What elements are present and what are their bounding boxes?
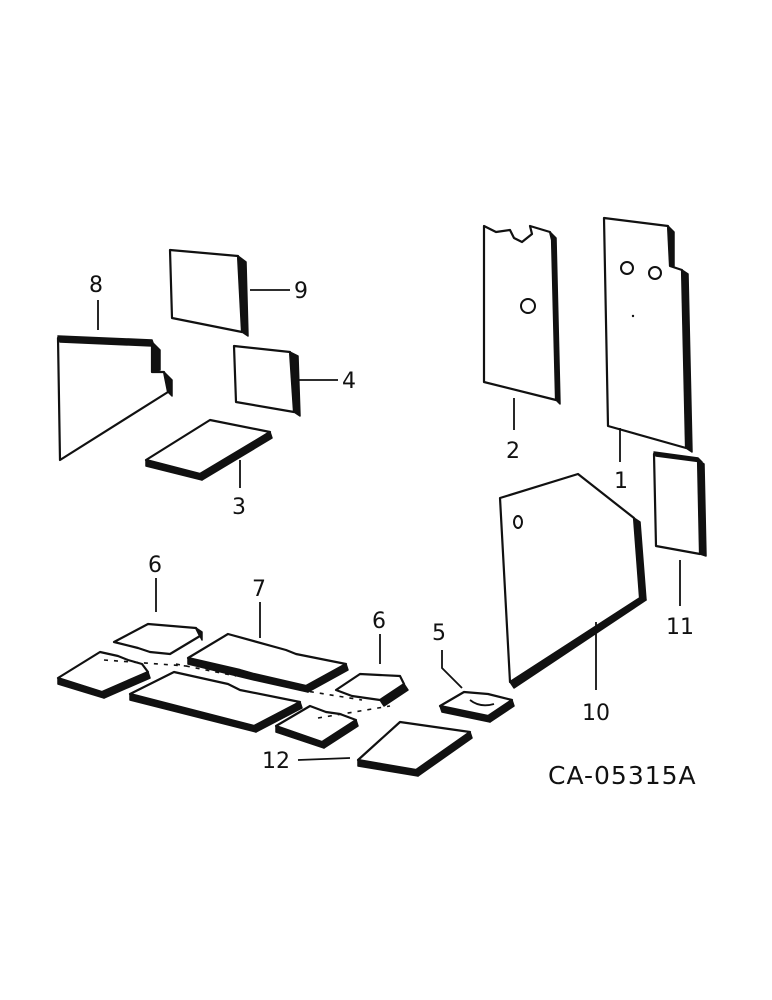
part-1-hole-left (620, 261, 634, 275)
part-5-pad (438, 690, 515, 723)
part-1-panel (602, 216, 693, 453)
part-10-hole (513, 515, 523, 529)
part-2-hole (520, 298, 536, 314)
leader-lines (97, 289, 681, 761)
part-11-pad (652, 451, 707, 557)
callout-2: 2 (506, 439, 520, 464)
mat-center-lower (128, 670, 303, 733)
callouts: 8 9 4 3 2 1 11 10 6 7 6 5 12 (89, 273, 694, 774)
callout-12: 12 (262, 749, 290, 774)
part-6-left-mat-piece (112, 622, 203, 656)
alignment-lines (103, 659, 391, 719)
part-8-side-panel (56, 335, 173, 462)
part-1-hole-right (648, 266, 662, 280)
callout-1: 1 (614, 469, 628, 494)
callout-6-left: 6 (148, 553, 162, 578)
callout-8: 8 (89, 273, 103, 298)
part-4-pad (232, 344, 301, 417)
part-3-mat (144, 418, 273, 481)
part-2-panel (482, 224, 561, 405)
callout-4: 4 (342, 369, 356, 394)
part-6-right-mat-piece (334, 672, 409, 707)
callout-10: 10 (582, 701, 610, 726)
part-10-panel (498, 472, 647, 689)
callout-9: 9 (294, 279, 308, 304)
callout-5: 5 (432, 621, 446, 646)
callout-11: 11 (666, 615, 694, 640)
callout-6-right: 6 (372, 609, 386, 634)
figure-code: CA-05315A (548, 761, 697, 790)
part-9-pad (168, 248, 249, 337)
part-7-mat (186, 632, 349, 693)
callout-3: 3 (232, 495, 246, 520)
callout-7: 7 (252, 577, 266, 602)
part-12-mat (356, 720, 473, 777)
mat-right-lower (274, 704, 359, 749)
